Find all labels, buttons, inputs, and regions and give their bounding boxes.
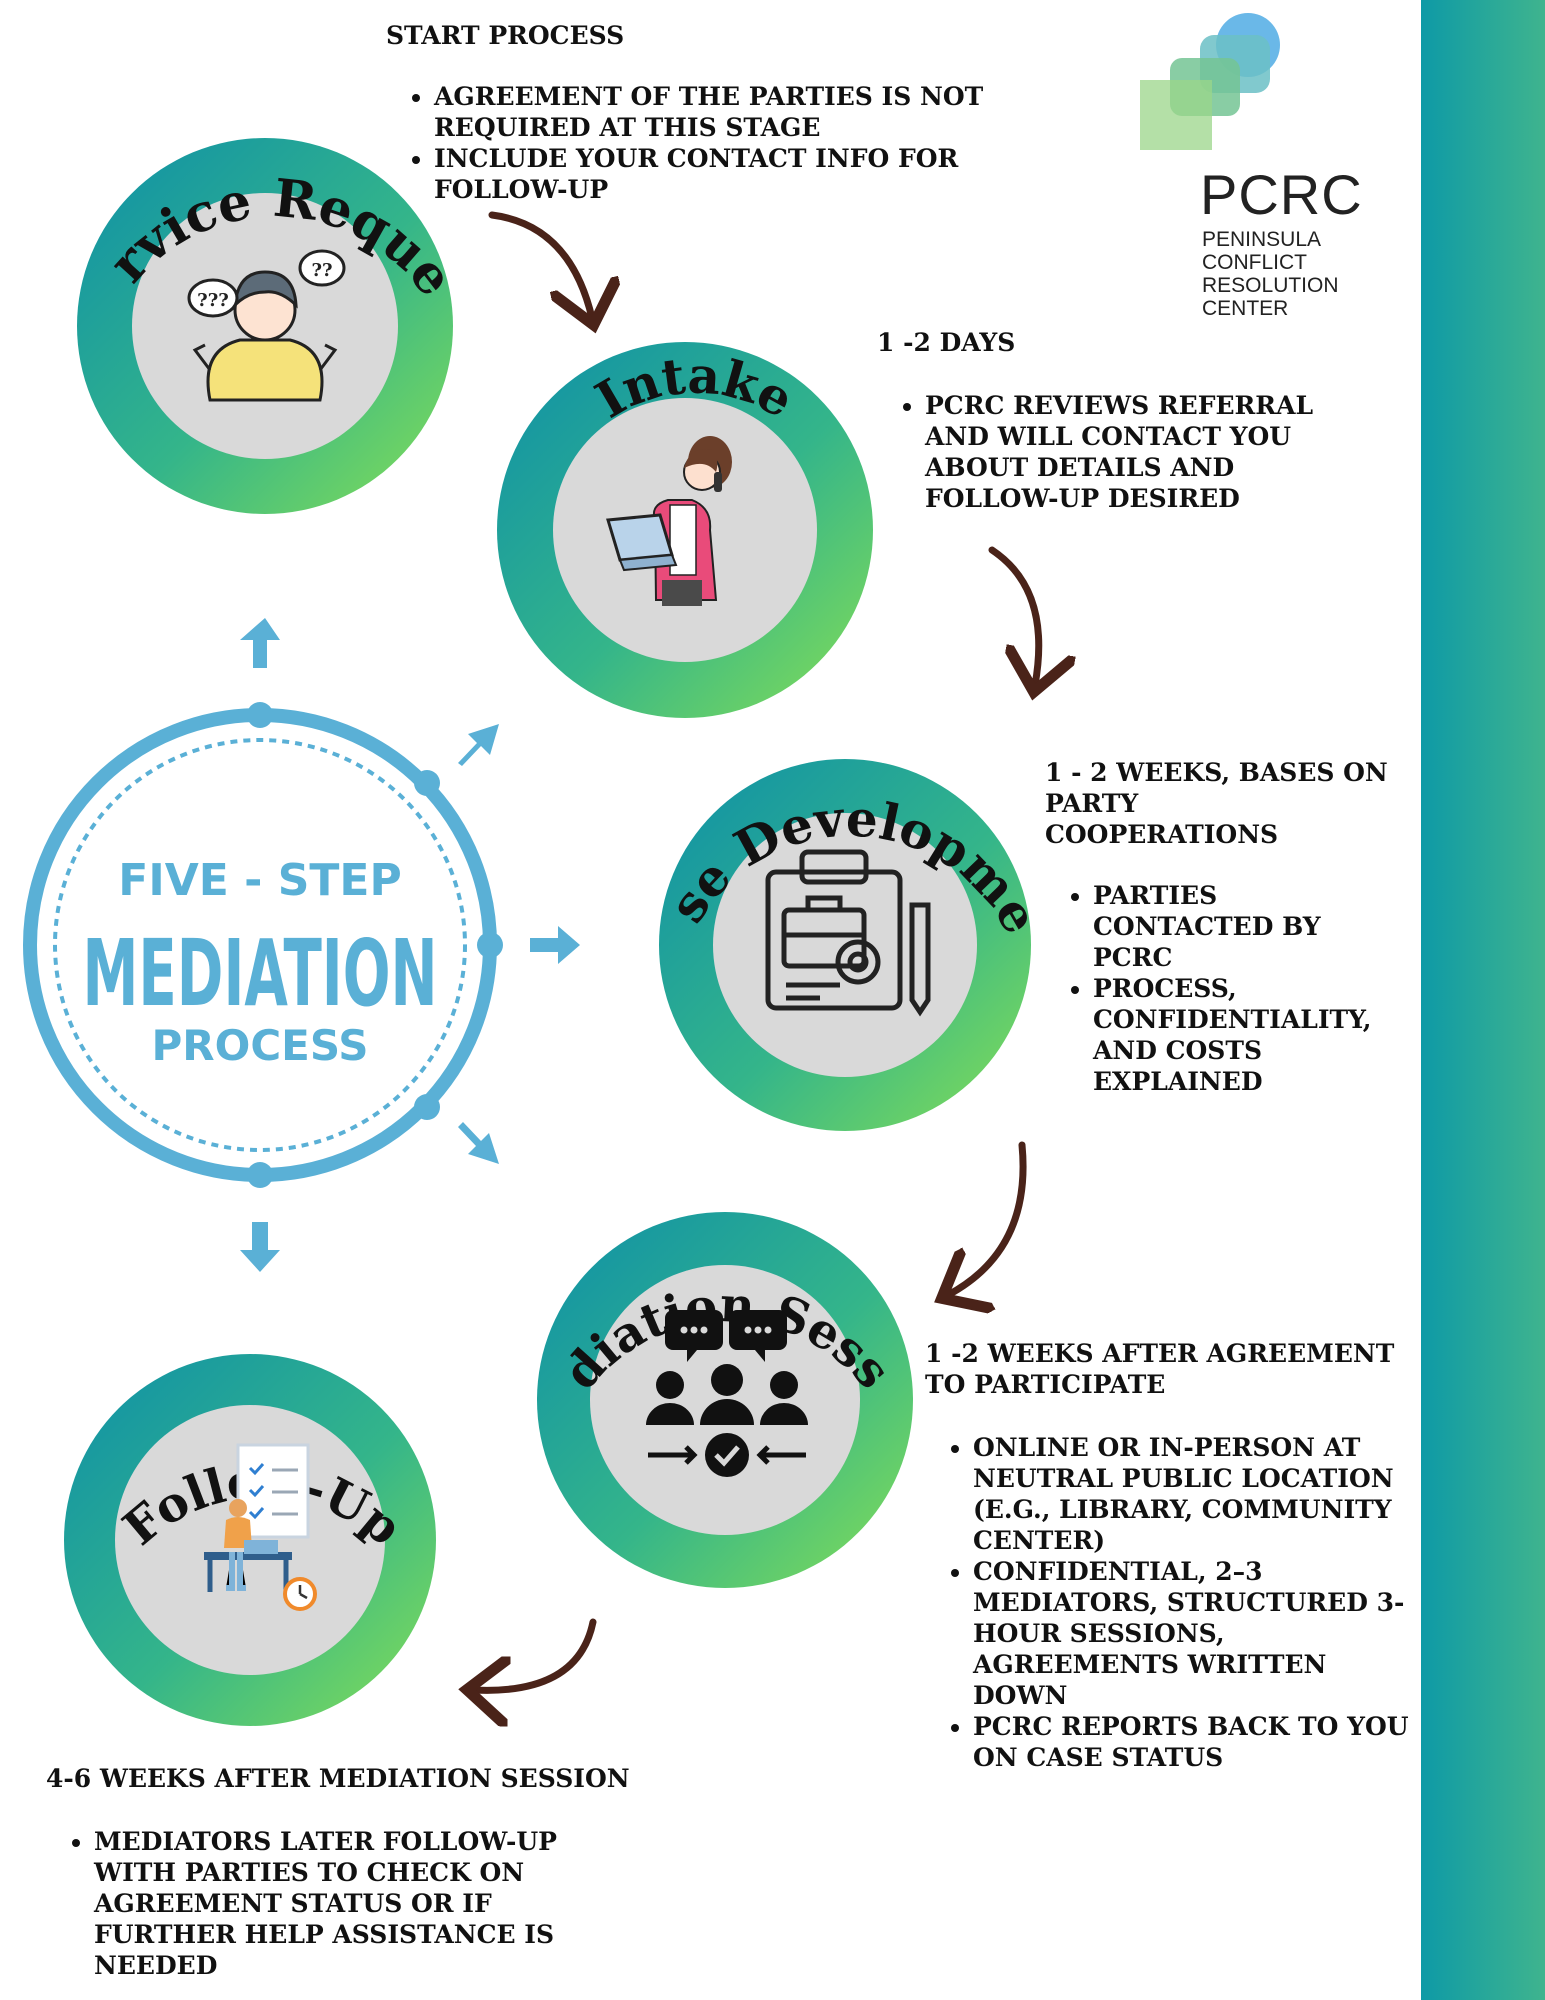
clipboard-briefcase-icon: [765, 849, 931, 1017]
step-3-bullets: PARTIES CONTACTED BY PCRC PROCESS, CONFI…: [1045, 880, 1390, 1097]
woman-on-phone-icon: [606, 436, 732, 606]
central-emblem: [23, 702, 503, 1188]
emblem-line-1: FIVE - STEP: [118, 855, 401, 906]
step-1-bullet: AGREEMENT OF THE PARTIES IS NOT REQUIRED…: [434, 81, 986, 143]
emblem-line-3: PROCESS: [152, 1021, 369, 1070]
checklist-desk-icon: [204, 1443, 317, 1611]
step-4-bullet: PCRC REPORTS BACK TO YOU ON CASE STATUS: [973, 1711, 1410, 1773]
step-1-text: START PROCESS AGREEMENT OF THE PARTIES I…: [386, 20, 986, 205]
step-5-text: 4-6 WEEKS AFTER MEDIATION SESSION MEDIAT…: [46, 1763, 666, 1981]
step-5-bullet: MEDIATORS LATER FOLLOW-UP WITH PARTIES T…: [94, 1826, 634, 1981]
logo-line-2: CONFLICT: [1202, 251, 1307, 274]
confused-person-icon: ??? ??: [187, 249, 346, 402]
side-color-band: [1421, 0, 1545, 2000]
svg-text:??: ??: [311, 260, 332, 281]
logo-line-3: RESOLUTION: [1202, 274, 1339, 297]
step-3-bullet: PROCESS, CONFIDENTIALITY, AND COSTS EXPL…: [1093, 973, 1390, 1097]
step-3-timing-2: PARTY: [1045, 789, 1139, 818]
step-5-timing: 4-6 WEEKS AFTER MEDIATION SESSION: [46, 1764, 630, 1793]
step-2-timing: 1 -2 DAYS: [877, 328, 1016, 357]
step-4-bullets: ONLINE OR IN-PERSON AT NEUTRAL PUBLIC LO…: [925, 1432, 1410, 1773]
svg-text:???: ???: [197, 290, 229, 311]
logo-line-1: PENINSULA: [1202, 228, 1322, 251]
step-1-bullets: AGREEMENT OF THE PARTIES IS NOT REQUIRED…: [386, 81, 986, 205]
step-4-bullet: ONLINE OR IN-PERSON AT NEUTRAL PUBLIC LO…: [973, 1432, 1410, 1556]
emblem-spoke-arrows: [240, 618, 580, 1272]
group-agreement-icon: [646, 1310, 808, 1477]
flow-arrows: [474, 211, 1039, 1690]
step-1-bullet: INCLUDE YOUR CONTACT INFO FOR FOLLOW-UP: [434, 143, 986, 205]
flow-arrow-3: [948, 1141, 1027, 1295]
step-4-text: 1 -2 WEEKS AFTER AGREEMENT TO PARTICIPAT…: [925, 1338, 1410, 1773]
step-2-text: 1 -2 DAYS PCRC REVIEWS REFERRAL AND WILL…: [877, 327, 1327, 514]
logo-line-4: CENTER: [1202, 297, 1289, 320]
flow-arrow-1: [488, 211, 592, 318]
logo-abbr: PCRC: [1200, 163, 1363, 226]
logo-full-name: PENINSULA CONFLICT RESOLUTION CENTER: [1202, 228, 1339, 320]
step-2-bullet: PCRC REVIEWS REFERRAL AND WILL CONTACT Y…: [925, 390, 1327, 514]
step-4-bullet: CONFIDENTIAL, 2–3 MEDIATORS, STRUCTURED …: [973, 1556, 1410, 1711]
flow-arrow-2: [988, 546, 1039, 685]
step-3-text: 1 - 2 WEEKS, BASES ON PARTY COOPERATIONS…: [1045, 757, 1390, 1097]
step-3-timing-3: COOPERATIONS: [1045, 820, 1279, 849]
step-2-bullets: PCRC REVIEWS REFERRAL AND WILL CONTACT Y…: [877, 390, 1327, 514]
step-3-bullet: PARTIES CONTACTED BY PCRC: [1093, 880, 1390, 973]
step-3-timing-1: 1 - 2 WEEKS, BASES ON: [1045, 758, 1388, 787]
step-5-bullets: MEDIATORS LATER FOLLOW-UP WITH PARTIES T…: [46, 1826, 634, 1981]
step-4-timing-2: TO PARTICIPATE: [925, 1370, 1166, 1399]
emblem-line-2: MEDIATION: [83, 920, 438, 1027]
step-1-timing: START PROCESS: [386, 21, 625, 50]
step-4-timing-1: 1 -2 WEEKS AFTER AGREEMENT: [925, 1339, 1395, 1368]
flow-arrow-4: [474, 1618, 597, 1690]
pcrc-logo-mark: [1140, 13, 1280, 150]
